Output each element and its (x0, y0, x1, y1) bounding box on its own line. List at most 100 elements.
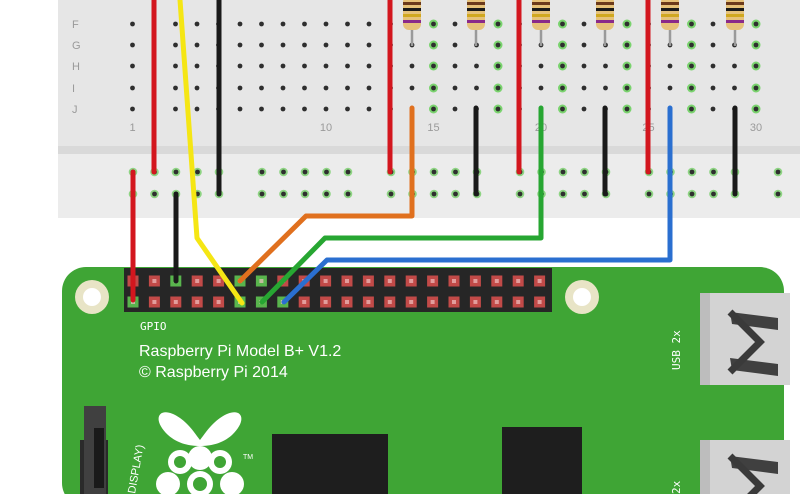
hole (624, 106, 630, 112)
hole (280, 21, 286, 27)
hole (194, 63, 200, 69)
wire-yellow (177, 0, 245, 306)
hole (323, 63, 329, 69)
rail-hole (345, 191, 351, 197)
rail-hole (560, 191, 566, 197)
hole (173, 42, 178, 48)
hole (495, 85, 501, 91)
hole (452, 42, 458, 48)
hole (689, 63, 694, 69)
rail-hole (431, 169, 437, 175)
power-rail-strip (58, 154, 800, 218)
hole (409, 85, 415, 91)
hole (560, 85, 565, 91)
hole (237, 85, 243, 91)
hole (603, 85, 608, 91)
hole (753, 42, 759, 48)
hole (259, 42, 264, 48)
hole (173, 63, 178, 69)
hole (280, 63, 286, 69)
hole (495, 21, 501, 27)
raspberry-pi-board: GPIO Raspberry Pi Model B+ V1.2 © Raspbe… (62, 267, 790, 494)
hole (495, 106, 501, 112)
hole (689, 106, 694, 112)
hole (302, 42, 307, 48)
hole (302, 21, 307, 27)
rail-hole (689, 169, 695, 175)
resistors (403, 0, 744, 46)
hole (237, 42, 243, 48)
rail-hole (324, 169, 329, 175)
hole (732, 63, 737, 69)
usb-port-top (700, 293, 790, 385)
hole (689, 21, 694, 27)
gpio-header (124, 268, 552, 312)
hole (474, 85, 479, 91)
hole (302, 106, 307, 112)
rail-hole (775, 169, 781, 175)
hole (366, 106, 372, 112)
hole (581, 21, 587, 27)
hole (345, 21, 350, 27)
hole (345, 63, 350, 69)
rail-hole (689, 191, 695, 197)
hole (581, 106, 587, 112)
rail-hole (646, 191, 652, 197)
column-label: 15 (427, 122, 439, 134)
hole (130, 106, 135, 112)
hole (710, 63, 716, 69)
rail-hole (453, 169, 458, 175)
hole (366, 63, 372, 69)
row-label: H (72, 61, 80, 73)
hole (452, 21, 458, 27)
hole (130, 21, 135, 27)
rail-hole (431, 191, 437, 197)
rail-hole (453, 191, 458, 197)
hole (581, 42, 587, 48)
resistor (403, 0, 421, 46)
jumper-wires (130, 0, 673, 306)
hole (280, 42, 286, 48)
hole (560, 42, 565, 48)
hole (173, 106, 178, 112)
hole (732, 85, 737, 91)
model-text: Raspberry Pi Model B+ V1.2 (139, 343, 341, 360)
hole (323, 85, 329, 91)
hole (431, 85, 436, 91)
rail-hole (582, 191, 587, 197)
hole (667, 63, 673, 69)
hole (753, 106, 759, 112)
hole (495, 42, 501, 48)
hole (173, 21, 178, 27)
hole (130, 63, 135, 69)
display-connector (80, 406, 108, 494)
hole (194, 42, 200, 48)
hole (624, 42, 630, 48)
wire-blue (281, 105, 673, 305)
row-label: J (72, 104, 78, 116)
hole (323, 106, 329, 112)
hole (452, 63, 458, 69)
rail-hole (711, 169, 716, 175)
hole (474, 63, 479, 69)
hole (452, 106, 458, 112)
resistor (726, 0, 744, 46)
wire-green (259, 105, 544, 305)
hole (710, 42, 716, 48)
hole (259, 85, 264, 91)
trademark-mark: TM (243, 454, 253, 461)
hole (237, 21, 243, 27)
hole (753, 21, 759, 27)
resistor (661, 0, 679, 46)
hole (689, 42, 694, 48)
breadboard-wires (151, 0, 738, 197)
hole (345, 42, 350, 48)
hole (538, 63, 544, 69)
hole (259, 21, 264, 27)
row-label: F (72, 19, 79, 31)
lan-chip (502, 427, 582, 494)
wire-orange (237, 105, 415, 284)
hole (431, 21, 436, 27)
hole (237, 63, 243, 69)
